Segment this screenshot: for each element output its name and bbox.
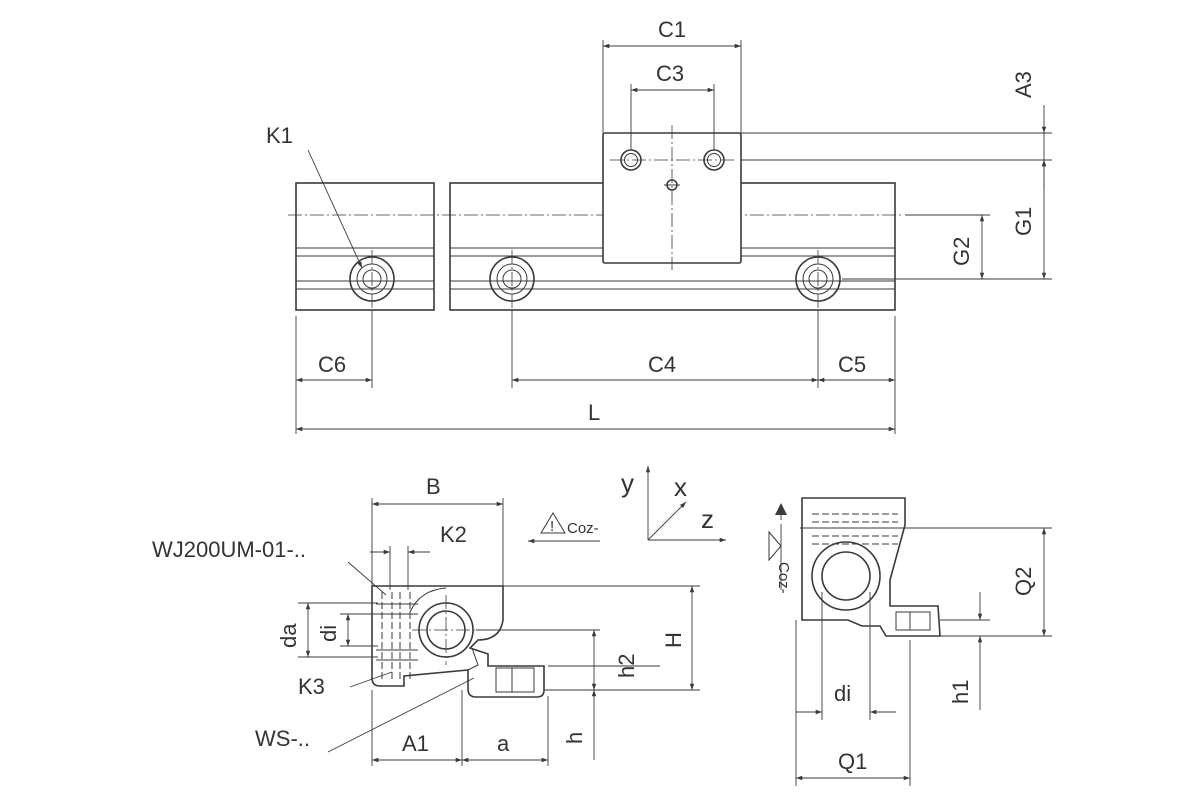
- label-l: L: [588, 400, 600, 425]
- coordinate-axes: y x z: [621, 466, 726, 543]
- front-section-view: B K2 WJ200UM-01-.. da di K3 WS-..: [152, 474, 700, 766]
- label-h2: h2: [614, 654, 639, 678]
- label-k2: K2: [440, 522, 467, 547]
- label-a3: A3: [1011, 71, 1036, 98]
- force-indicator-horizontal: ! Coz-: [528, 512, 600, 544]
- side-view: Coz- Q2 h1 di Q1: [768, 497, 1052, 786]
- label-side-di: di: [834, 681, 851, 706]
- axis-y-label: y: [621, 468, 634, 498]
- label-g2: G2: [949, 237, 974, 266]
- support-body-outline: [371, 585, 545, 698]
- shaft-leader: [327, 677, 475, 753]
- force-label: Coz-: [567, 520, 599, 537]
- side-force-label: Coz-: [775, 562, 792, 594]
- carriage-block: [602, 125, 742, 270]
- warning-icon: [540, 512, 566, 534]
- mounting-hole-2: [489, 250, 535, 308]
- side-shaft-outer: [811, 541, 881, 611]
- label-c6: C6: [318, 352, 346, 377]
- label-a1: A1: [402, 731, 429, 756]
- label-di: di: [316, 625, 341, 642]
- label-h-cap: H: [661, 632, 686, 648]
- label-c1: C1: [658, 17, 686, 42]
- top-view: K1 C1 C3 A3 G1 G2 C6: [266, 17, 1052, 434]
- label-c3: C3: [656, 61, 684, 86]
- side-body-outline: [801, 497, 941, 637]
- side-shaft-inner: [821, 551, 871, 601]
- label-k1: K1: [266, 123, 293, 148]
- label-shaft-part: WS-..: [255, 726, 310, 751]
- label-rail-support-part: WJ200UM-01-..: [152, 537, 306, 562]
- mounting-hole-1: [349, 250, 395, 308]
- warning-symbol: !: [550, 518, 554, 535]
- label-h1: h1: [948, 680, 973, 704]
- label-b: B: [426, 474, 441, 499]
- axis-x-label: x: [674, 472, 687, 502]
- label-a: a: [497, 731, 510, 756]
- label-c4: C4: [648, 352, 676, 377]
- rail-support-leader: [347, 561, 387, 596]
- label-k3: K3: [298, 674, 325, 699]
- label-da: da: [276, 623, 301, 648]
- k3-leader: [349, 671, 393, 688]
- k1-leader: [307, 149, 363, 269]
- label-g1: G1: [1011, 207, 1036, 236]
- label-q2: Q2: [1011, 567, 1036, 596]
- mounting-foot: [495, 667, 535, 693]
- label-q1: Q1: [838, 749, 867, 774]
- axis-z-label: z: [701, 504, 714, 534]
- mounting-hole-3: [795, 250, 841, 308]
- label-h: h: [562, 732, 587, 744]
- label-c5: C5: [838, 352, 866, 377]
- rail-segment-left: [295, 182, 435, 311]
